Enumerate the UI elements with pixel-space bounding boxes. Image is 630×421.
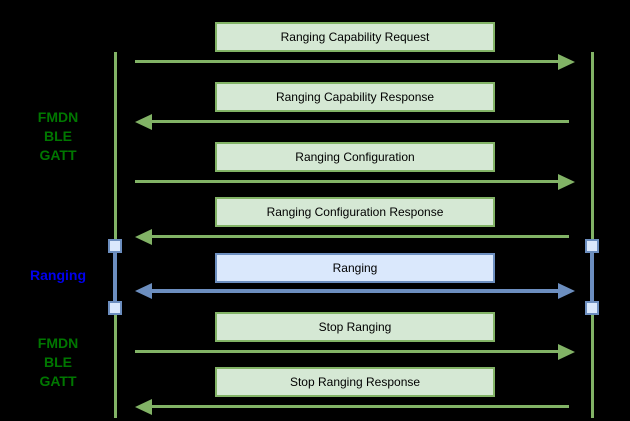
section-label-fmdn-ble-gatt-bottom: FMDN BLE GATT (37, 335, 79, 389)
arrow-stop-ranging (135, 343, 575, 361)
arrow-shaft (135, 60, 559, 63)
message-box-ranging-capability-request: Ranging Capability Request (215, 22, 495, 52)
arrowhead-right-icon (558, 54, 575, 70)
message-box-ranging-capability-response: Ranging Capability Response (215, 82, 495, 112)
message-box-ranging: Ranging (215, 253, 495, 283)
section-label-fmdn-ble-gatt-top: FMDN BLE GATT (37, 109, 79, 163)
arrow-shaft (135, 180, 559, 183)
arrowhead-right-icon (558, 283, 575, 299)
arrow-shaft (151, 120, 569, 123)
left-lifeline (114, 52, 117, 418)
arrow-shaft (151, 405, 569, 408)
arrow-ranging-bidirectional (135, 282, 575, 300)
arrow-shaft (151, 235, 569, 238)
arrowhead-right-icon (558, 344, 575, 360)
message-box-stop-ranging-response: Stop Ranging Response (215, 367, 495, 397)
message-box-stop-ranging: Stop Ranging (215, 312, 495, 342)
activation-node (585, 301, 599, 315)
left-activation-line (113, 250, 117, 304)
section-label-ranging: Ranging (30, 267, 86, 283)
arrow-ranging-configuration (135, 173, 575, 191)
activation-node (108, 239, 122, 253)
right-lifeline (591, 52, 594, 418)
arrow-ranging-capability-request (135, 53, 575, 71)
arrow-ranging-capability-response (135, 113, 575, 131)
arrowhead-left-icon (135, 229, 152, 245)
arrowhead-left-icon (135, 114, 152, 130)
arrow-ranging-configuration-response (135, 228, 575, 246)
activation-node (108, 301, 122, 315)
arrowhead-left-icon (135, 399, 152, 415)
right-activation-line (590, 250, 594, 304)
activation-node (585, 239, 599, 253)
arrow-shaft (135, 350, 559, 353)
arrowhead-left-icon (135, 283, 152, 299)
message-box-ranging-configuration-response: Ranging Configuration Response (215, 197, 495, 227)
arrow-stop-ranging-response (135, 398, 575, 416)
message-box-ranging-configuration: Ranging Configuration (215, 142, 495, 172)
arrow-shaft (151, 289, 559, 293)
arrowhead-right-icon (558, 174, 575, 190)
